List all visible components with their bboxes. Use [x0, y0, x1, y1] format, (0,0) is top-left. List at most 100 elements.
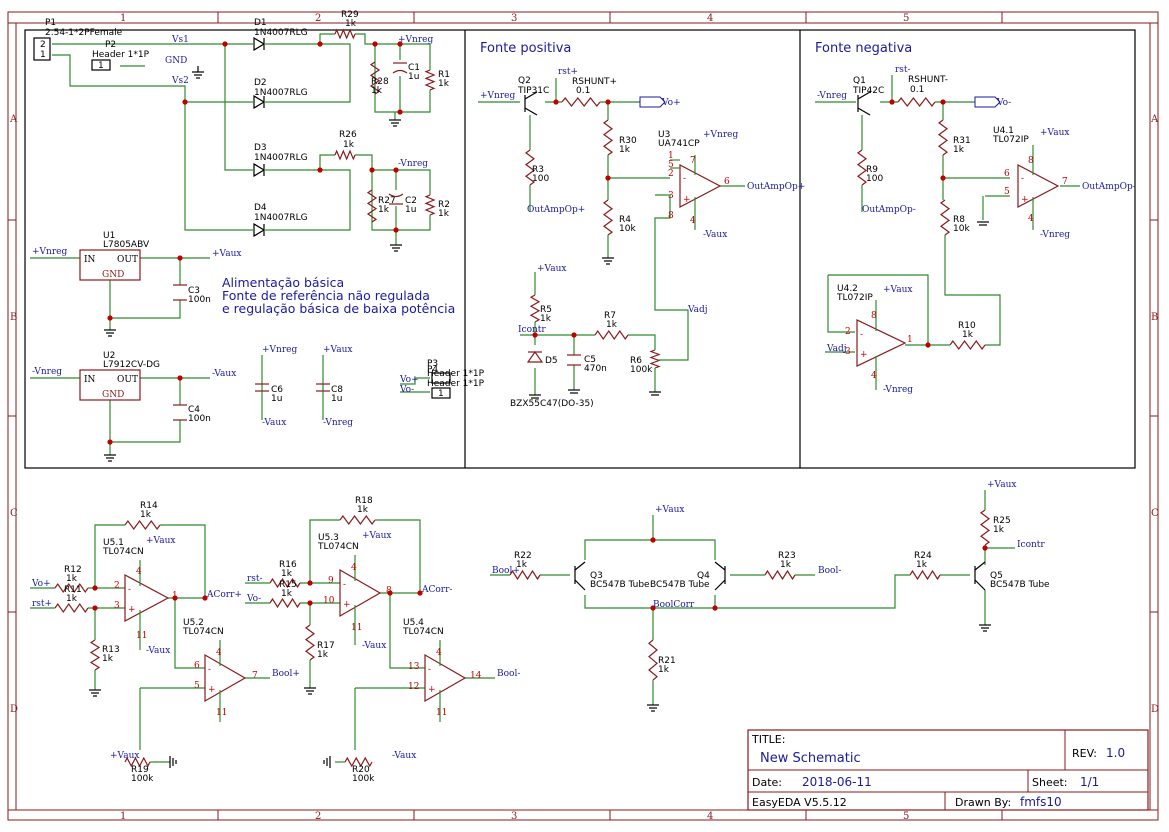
d5-ref: D5: [545, 356, 558, 366]
p2-connector: [91, 59, 111, 71]
net-vnreg-plus-top: +Vnreg: [398, 35, 433, 45]
net-vnreg-plus-q2: +Vnreg: [480, 91, 515, 101]
net-vo-minus-bottom: Vo-: [246, 594, 261, 604]
ground-icon: [304, 687, 316, 695]
p1-ref: P1: [45, 18, 56, 28]
net-vnreg-minus-u41: -Vnreg: [1040, 230, 1070, 240]
r24-value: 1k: [916, 560, 928, 570]
c5-ref: C5: [584, 355, 596, 365]
r6-ref: R6: [630, 356, 642, 366]
note-line-3: e regulação básica de baixa potência: [222, 301, 455, 316]
u5-1-plus: +: [128, 605, 136, 615]
r6-value: 100k: [630, 365, 653, 375]
net-vaux-plus-c8: +Vaux: [323, 345, 352, 355]
c5-value: 470n: [584, 364, 607, 374]
u5-2-pin-11: 11: [216, 708, 227, 718]
net-bool-plus: Bool+: [272, 669, 300, 679]
r22-value: 1k: [516, 560, 528, 570]
u3-pin-6: 6: [724, 177, 730, 187]
r3-ref: R3: [532, 165, 544, 175]
r17-ref: R17: [317, 641, 335, 651]
u5-3-opamp: [339, 555, 382, 645]
sheet-frame: [7, 11, 1159, 821]
u5-1-pin-4: 4: [136, 567, 142, 577]
u4-2-pin-8: 8: [871, 311, 877, 321]
u3-minus: -: [683, 174, 686, 184]
r4-value: 10k: [619, 224, 636, 234]
net-rst-plus-pos: rst+: [558, 67, 578, 77]
p4-connector: [431, 387, 451, 399]
net-icontr-bottom: Icontr: [1017, 540, 1045, 550]
u3-pin-1: 1: [668, 151, 674, 161]
net-vs2: Vs2: [171, 76, 189, 86]
c4-ref: C4: [188, 405, 200, 415]
u1-pin-out: OUT: [117, 255, 138, 265]
r29-value: 1k: [345, 19, 357, 29]
u2-pin-gnd: GND: [102, 390, 124, 400]
r25-resistor-icon: [979, 509, 991, 546]
u3-ref: U3: [658, 130, 670, 140]
u5-2-pin-7: 7: [252, 671, 258, 681]
d4-ref: D4: [254, 203, 267, 213]
r9-resistor-icon: [856, 149, 868, 186]
u5-4-pin-4: 4: [436, 648, 442, 658]
u3-pin-4: 4: [690, 216, 696, 226]
p1-pin-1: 1: [40, 50, 46, 60]
date-label: Date:: [752, 776, 782, 789]
negative-supply-wires: [815, 75, 1080, 353]
r28-resistor-icon: [369, 61, 381, 95]
u4-2-ref: U4.2: [837, 284, 858, 294]
r31-value: 1k: [953, 145, 965, 155]
zone-col-4: 4: [707, 13, 713, 24]
r19-ref: R19: [131, 765, 149, 775]
net-bool-plus-q3: Bool+: [492, 566, 520, 576]
q4-transistor-icon: [714, 561, 726, 591]
r10-resistor-icon: [949, 339, 986, 351]
p1-pin-2: 2: [40, 40, 46, 50]
rshunt-minus-ref: RSHUNT-: [908, 75, 948, 85]
c6-capacitor-icon: [255, 383, 269, 392]
p2-pin: 1: [98, 61, 104, 71]
net-outampop-minus-r9: OutAmpOp-: [862, 205, 916, 215]
u5-3-pin-11: 11: [351, 623, 362, 633]
d2-ref: D2: [254, 78, 267, 88]
r3-value: 100: [532, 174, 549, 184]
r30-ref: R30: [619, 136, 637, 146]
zone-row-c: C: [10, 508, 18, 519]
net-acorr-plus: ACorr+: [206, 590, 242, 600]
net-bool-minus-q4: Bool-: [818, 566, 841, 576]
r2-ref: R2: [438, 200, 450, 210]
net-vnreg-minus-c8: -Vnreg: [323, 418, 353, 428]
net-vaux-minus-u3: -Vaux: [703, 230, 727, 240]
r5-ref: R5: [540, 305, 552, 315]
u5-2-pin-4: 4: [216, 648, 222, 658]
r9-value: 100: [866, 174, 883, 184]
title-block: [747, 729, 1149, 811]
title-label: TITLE:: [751, 733, 785, 746]
net-vnreg-minus-q1: -Vnreg: [817, 91, 847, 101]
r13-ref: R13: [102, 645, 120, 655]
r15-value: 1k: [281, 589, 293, 599]
u4-2-pin-3: 3: [845, 347, 851, 357]
drawn-by-value: fmfs10: [1020, 795, 1062, 809]
r19-value: 100k: [131, 774, 154, 784]
net-vo-plus-port: Vo+: [661, 98, 681, 108]
junction-dots: [182, 41, 403, 233]
c1-value: 1u: [408, 72, 419, 82]
q5-transistor-icon: [974, 561, 986, 591]
net-vaux-minus-r20: -Vaux: [392, 751, 416, 761]
date-value: 2018-06-11: [802, 775, 872, 789]
ground-icon: [647, 704, 659, 712]
u5-4-value: TL074CN: [402, 627, 444, 637]
net-icontr-pos: Icontr: [518, 325, 546, 335]
u4-2-value: TL072IP: [836, 293, 873, 303]
d1-value: 1N4007RLG: [254, 28, 308, 38]
p1-value: 2.54-1*2PFemale: [45, 28, 123, 38]
r12-value: 1k: [66, 574, 78, 584]
note-line-2: Fonte de referência não regulada: [222, 288, 430, 303]
p1-connector: [33, 37, 51, 61]
net-vaux-plus-r5: +Vaux: [537, 264, 566, 274]
u3-opamp: [670, 155, 722, 230]
r14-resistor-icon: [124, 519, 161, 531]
